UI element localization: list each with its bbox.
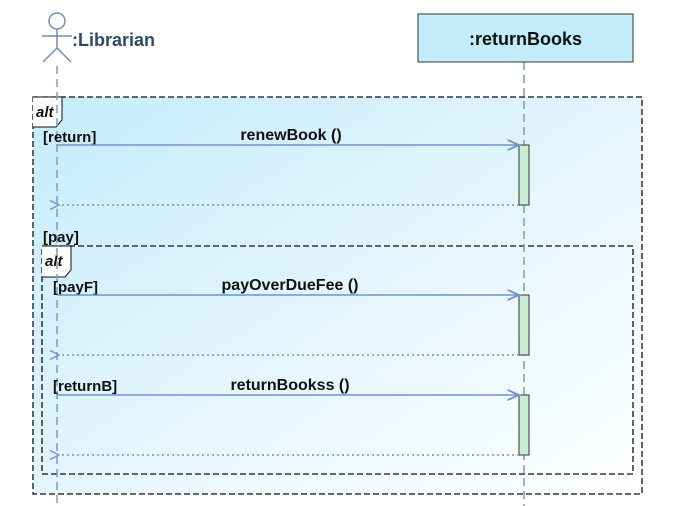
inner-alt-fragment bbox=[41, 245, 634, 475]
message-returnbooks-label: returnBookss () bbox=[230, 377, 349, 394]
activation-bar-returnbooks bbox=[518, 394, 530, 456]
guard-pay: [pay] bbox=[43, 229, 79, 246]
guard-return: [return] bbox=[43, 129, 96, 146]
librarian-actor-label: :Librarian bbox=[72, 30, 155, 50]
activation-bar-payfee bbox=[518, 294, 530, 356]
returnbooks-object-label: :returnBooks bbox=[469, 29, 582, 49]
inner-alt-operator: alt bbox=[45, 253, 64, 270]
message-renew-label: renewBook () bbox=[240, 127, 341, 144]
outer-alt-operator: alt bbox=[36, 104, 55, 121]
guard-payf: [payF] bbox=[53, 279, 98, 296]
actor-stick-figure-icon bbox=[42, 12, 72, 63]
guard-returnb: [returnB] bbox=[53, 378, 117, 395]
activation-bar-renew bbox=[518, 144, 530, 206]
message-payfee-label: payOverDueFee () bbox=[222, 277, 359, 294]
outer-alt-tag-box bbox=[33, 96, 63, 128]
returnbooks-object-box[interactable] bbox=[417, 13, 634, 63]
